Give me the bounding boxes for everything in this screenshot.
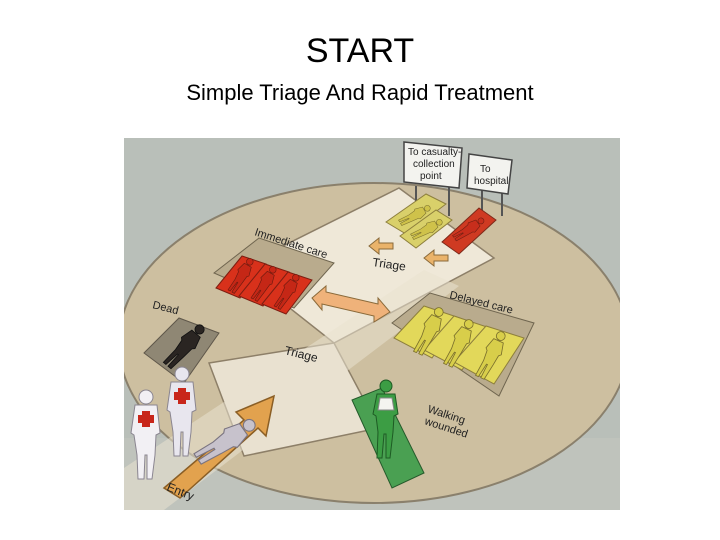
slide-subtitle: Simple Triage And Rapid Treatment (0, 80, 720, 106)
slide-title: START (0, 32, 720, 71)
hospital-sign-line1: To (480, 164, 491, 175)
triage-illustration: To casualty- collection point To hospita… (124, 138, 620, 510)
casualty-sign-line1: To casualty- (408, 147, 461, 158)
triage-diagram-svg: To casualty- collection point To hospita… (124, 138, 620, 510)
casualty-sign-line2: collection (413, 159, 455, 170)
hospital-sign-line2: hospital (474, 176, 508, 187)
casualty-sign-line3: point (420, 171, 442, 182)
